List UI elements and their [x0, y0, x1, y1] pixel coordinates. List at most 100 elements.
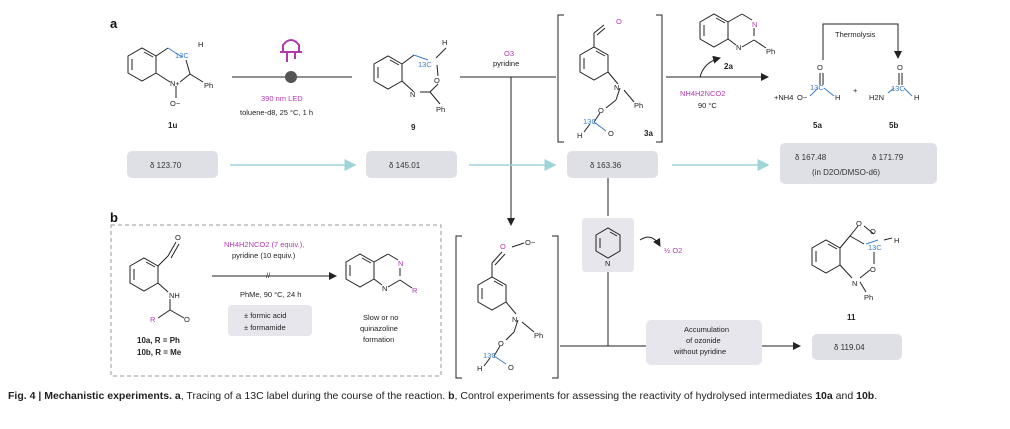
caption-b-label: b [448, 390, 455, 402]
label-1u: 1u [168, 121, 177, 130]
o-minus-atom: O− [797, 93, 808, 102]
o-atom: O [616, 17, 622, 26]
r-group: R [150, 315, 156, 324]
caption-b-text: , Control experiments for assessing the … [454, 390, 816, 402]
caption-title: Mechanistic experiments. [44, 390, 173, 402]
blocked-mark: // [266, 271, 271, 280]
o-atom: O [608, 129, 614, 138]
condition-led: 390 nm LED [261, 94, 303, 103]
condition-b-fa: ± formic acid [244, 311, 286, 320]
control-box [110, 224, 442, 377]
accumulation-box [646, 320, 762, 365]
structure-2a: N N Ph [699, 13, 775, 56]
h-atom: H [894, 236, 899, 245]
label-5a: 5a [813, 121, 822, 130]
ph-group: Ph [534, 331, 543, 340]
caption-a-text2: 13C label during the course of the react… [244, 390, 449, 402]
condition-o3: O3 [504, 49, 514, 58]
condition-b-reagent: NH4H2NCO2 (7 equiv.), [224, 240, 304, 249]
structure-1u: 13C H N+ O− Ph [127, 40, 213, 108]
ph-group: Ph [204, 81, 213, 90]
shift-box-3a [567, 151, 658, 178]
pyridine-structure: N [595, 227, 621, 268]
additive-box [228, 305, 312, 336]
ph-group: Ph [436, 105, 445, 114]
n-atom: N [736, 43, 741, 52]
o-minus-atom: O− [525, 238, 536, 247]
accum-line-3: without pyridine [673, 347, 726, 356]
r-group: R [412, 286, 418, 295]
panel-label-b: b [110, 210, 118, 225]
bracket-right [656, 14, 663, 143]
ammonium-label: +NH4 [774, 93, 793, 102]
structure-11: O O 13C H O N Ph [811, 219, 899, 302]
caption-a-text: , Tracing of a [180, 390, 245, 402]
label-10b: 10b, R = Me [137, 348, 182, 357]
shift-5-solvent: (in D2O/DMSO-d6) [812, 168, 880, 177]
label-3a: 3a [644, 129, 653, 138]
label-2a: 2a [724, 62, 733, 71]
condition-pyridine: pyridine [493, 59, 519, 68]
panel-label-a: a [110, 16, 118, 31]
o-atom: O [870, 227, 876, 236]
shift-3a: δ 163.36 [590, 161, 622, 170]
o-atom: O [856, 219, 862, 228]
c13-label: 13C [810, 83, 824, 92]
o-atom: O [434, 76, 440, 85]
label-5b: 5b [889, 121, 898, 130]
h-atom: H [477, 364, 482, 373]
branch-arrow-2a [699, 55, 721, 78]
n-atom: N [852, 279, 857, 288]
condition-b-cond: PhMe, 90 °C, 24 h [240, 290, 301, 299]
ph-group: Ph [634, 101, 643, 110]
result-line-2: quinazoline [360, 324, 398, 333]
plus-sign: + [853, 86, 858, 95]
caption-fig: Fig. 4 | [8, 390, 45, 402]
h-atom: H [442, 38, 447, 47]
o-atom: O [184, 315, 190, 324]
condition-thermolysis: Thermolysis [835, 30, 876, 39]
shift-5a: δ 167.48 [795, 153, 827, 162]
condition-carbamate: NH4H2NCO2 [680, 89, 725, 98]
figure-caption: Fig. 4 | Mechanistic experiments. a, Tra… [8, 389, 1003, 403]
o-atom: O [175, 233, 181, 242]
bracket-left [557, 14, 564, 143]
shift-11: δ 119.04 [834, 343, 865, 352]
caption-b-and: and [832, 390, 857, 402]
result-line-3: formation [363, 335, 394, 344]
caption-b-end: . [874, 390, 878, 402]
structure-carbonyl-oxide: O O− N Ph O 13C H O [477, 238, 543, 373]
o-atom: O [500, 242, 506, 251]
o2-release-arrow [639, 236, 661, 247]
h-atom: H [835, 93, 840, 102]
n-atom: N [382, 284, 387, 293]
c13-label: 13C [175, 51, 189, 60]
c13-label: 13C [483, 351, 497, 360]
accum-line-2: of ozonide [686, 336, 721, 345]
structure-quinazoline: N N R [345, 253, 418, 295]
mechanism-scheme: a b 13C H N+ O− Ph 1u 390 nm LED toluene… [110, 13, 937, 379]
n-atom: N [614, 83, 619, 92]
c13-label: 13C [891, 84, 905, 93]
shift-1u: δ 123.70 [150, 161, 182, 170]
condition-temp: 90 °C [698, 101, 717, 110]
n-atom: N [752, 20, 757, 29]
structure-5a: +NH4 O− 13C O H + [774, 63, 858, 102]
shift-box-1u [127, 151, 218, 178]
o-atom: O [870, 265, 876, 274]
o-minus-atom: O− [170, 99, 181, 108]
n-atom: N [512, 315, 517, 324]
shift-9: δ 145.01 [389, 161, 421, 170]
o-atom: O [897, 63, 903, 72]
c13-label: 13C [418, 60, 432, 69]
n-atom: N [410, 90, 415, 99]
label-11: 11 [847, 313, 856, 322]
structure-3a: O N Ph O 13C H O [577, 17, 643, 140]
shift-box-5 [780, 143, 937, 184]
condition-b-fm: ± formamide [244, 323, 286, 332]
led-dot-icon [285, 71, 297, 83]
h-atom: H [198, 40, 203, 49]
label-10a: 10a, R = Ph [137, 336, 180, 345]
c13-label: 13C [583, 117, 597, 126]
c13-label: 13C [868, 243, 882, 252]
